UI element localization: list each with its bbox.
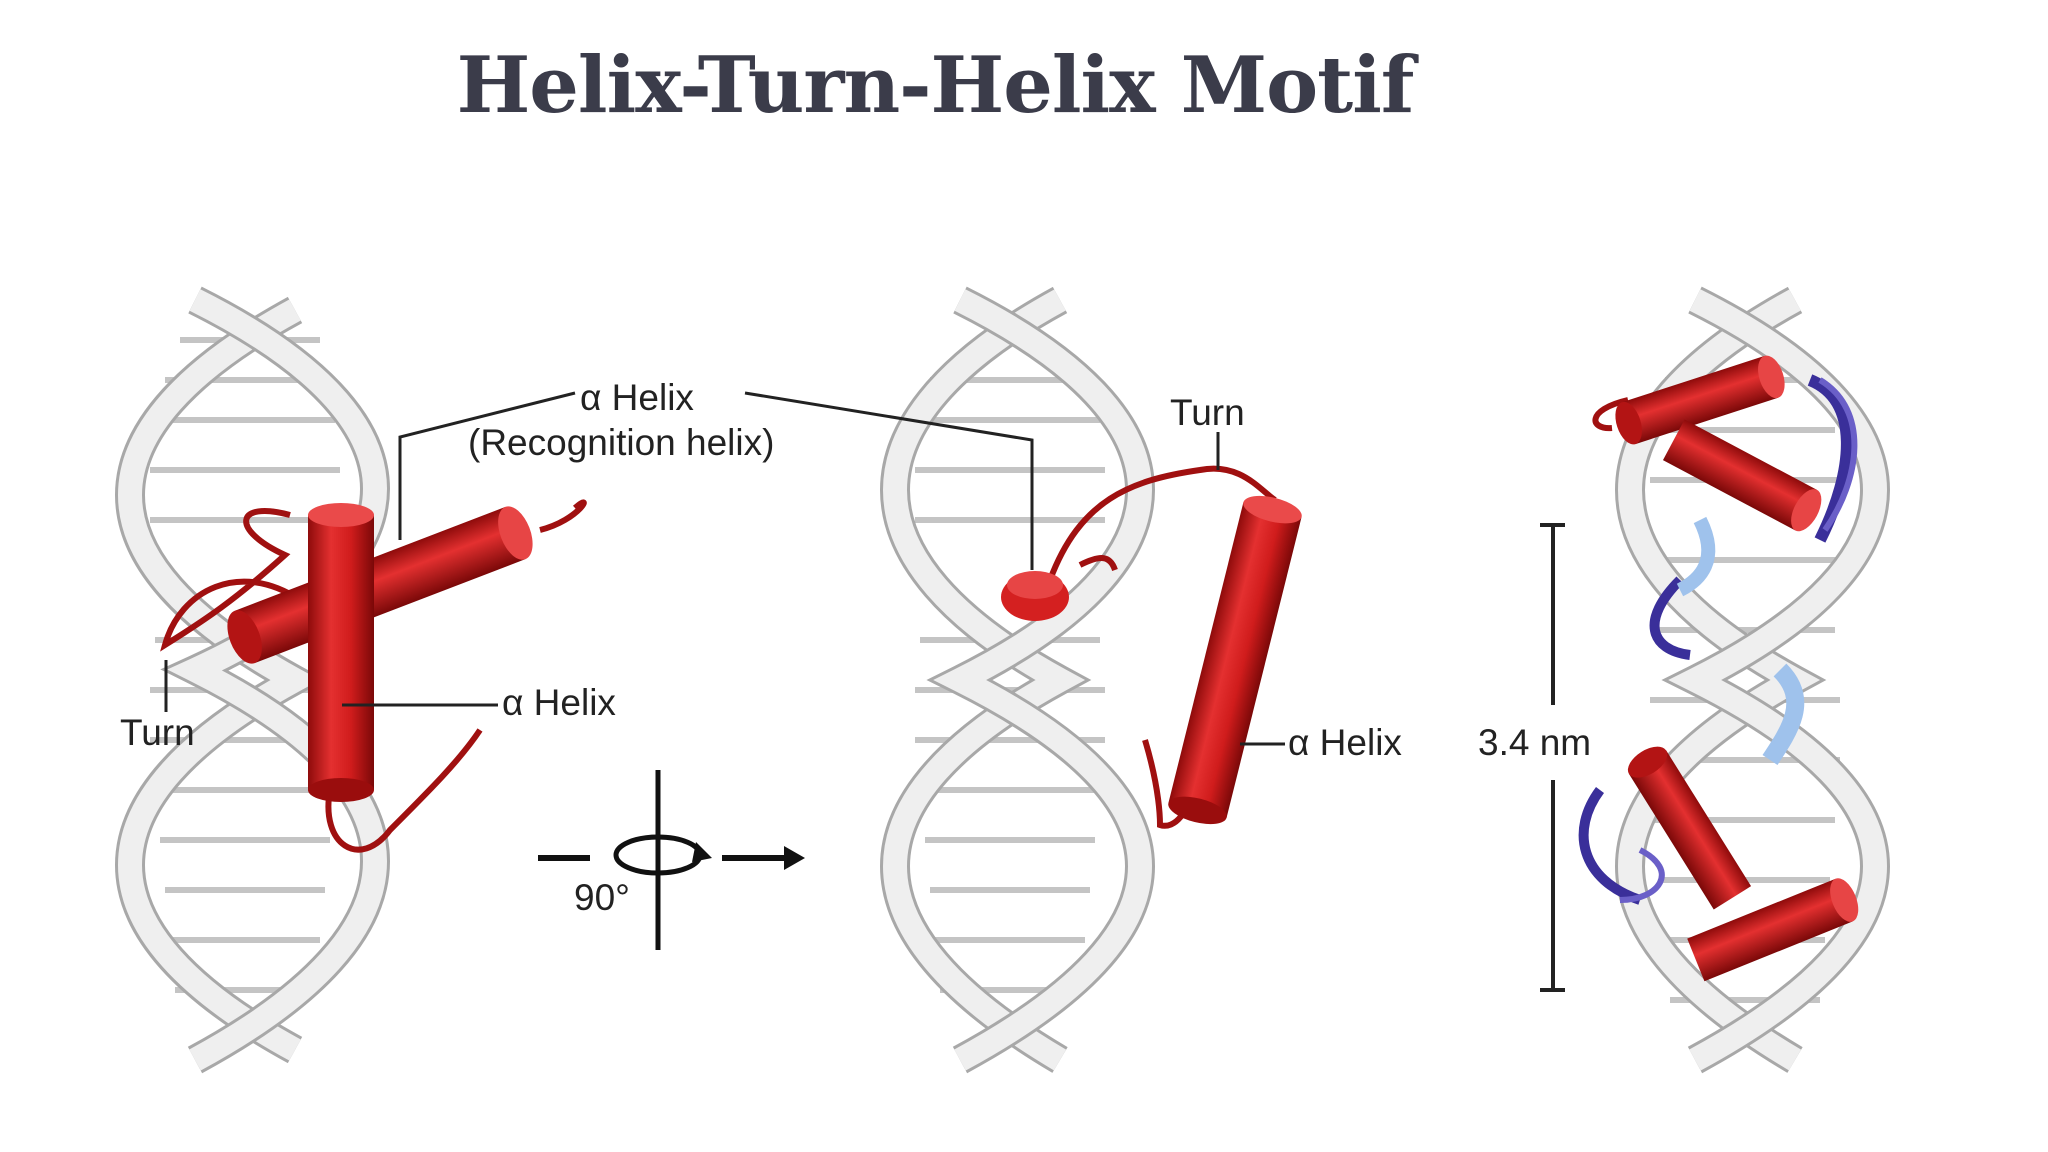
- htm-protein-middle: [1001, 465, 1302, 829]
- dna-helix-middle: [880, 286, 1155, 1074]
- dna-helix-left: [115, 286, 390, 1074]
- htm-protein-right: [1578, 355, 1859, 982]
- htm-protein-left: [160, 499, 587, 853]
- rotation-symbol: [538, 770, 805, 950]
- red-helix-bottom-b: [1687, 878, 1859, 982]
- red-loop-top: [1592, 397, 1629, 432]
- red-helix-top-a: [1615, 355, 1785, 445]
- label-alpha-helix-middle: α Helix: [1288, 722, 1402, 763]
- label-recognition-helix-line1: α Helix: [580, 377, 694, 418]
- alpha-helix-cylinder-middle: [1168, 495, 1302, 825]
- end-loop-middle: [1078, 555, 1118, 572]
- red-helix-bottom-a: [1627, 746, 1752, 910]
- recognition-helix-cylinder: [227, 506, 533, 664]
- label-distance: 3.4 nm: [1478, 722, 1591, 763]
- turn-loop-left: [160, 508, 302, 652]
- rotation-arrowhead: [784, 846, 805, 870]
- scale-bar: [1540, 523, 1565, 992]
- label-rotation-angle: 90°: [574, 877, 630, 918]
- slide-title: Helix-Turn-Helix Motif: [456, 40, 1415, 131]
- tail-loop-left: [325, 728, 483, 853]
- leader-recognition-middle: [744, 391, 1034, 570]
- label-turn-middle: Turn: [1170, 392, 1245, 433]
- red-helix-top-b: [1662, 419, 1822, 532]
- vertical-helix-cylinder: [308, 503, 374, 802]
- leader-lines: [164, 391, 1285, 746]
- leader-recognition-left: [398, 391, 576, 540]
- label-turn-left: Turn: [120, 712, 195, 753]
- label-recognition-helix-line2: (Recognition helix): [468, 422, 774, 463]
- turn-loop-middle: [1047, 465, 1277, 582]
- helix-end-cap-middle: [1001, 571, 1069, 621]
- label-alpha-helix-left: α Helix: [502, 682, 616, 723]
- end-loop-left: [539, 499, 587, 533]
